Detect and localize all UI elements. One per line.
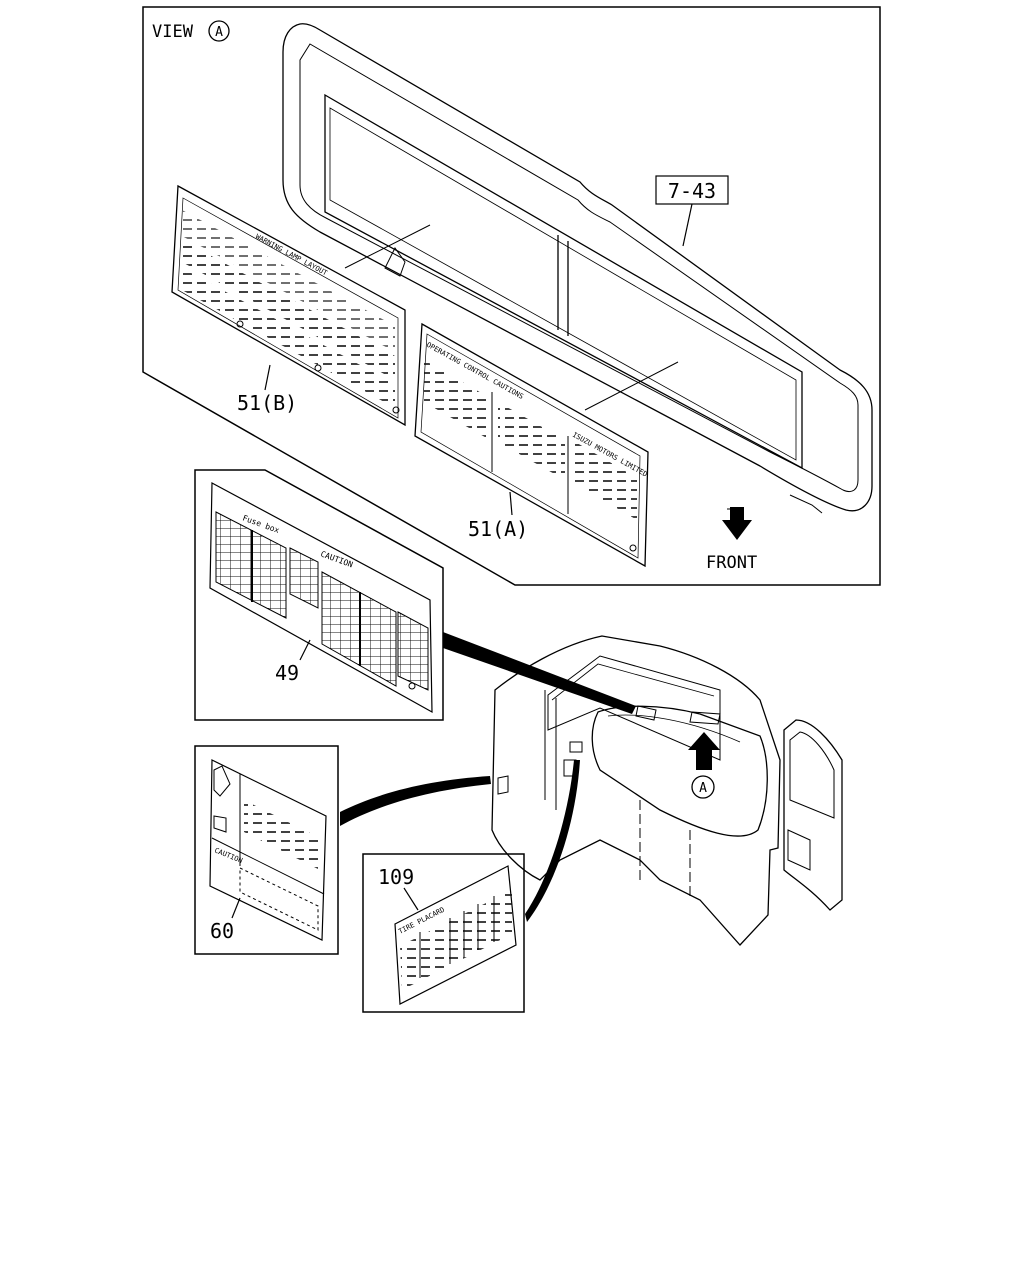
- view-marker-letter: A: [215, 25, 223, 40]
- cab-marker-circle: [691, 775, 715, 799]
- callout-7-43: 7-43: [668, 179, 716, 203]
- front-arrow-icon: [722, 507, 752, 540]
- sun-visor-illustration: [282, 23, 873, 514]
- cab-interior-illustration: [491, 635, 843, 946]
- panel-60: CAUTION 60: [194, 745, 339, 955]
- decal-51b: WARNING LAMP LAYOUT: [171, 184, 406, 427]
- decal-51a: OPERATING CONTROL CAUTIONS ISUZU MOTORS …: [414, 322, 649, 568]
- view-marker-circle: [208, 20, 230, 42]
- callout-60: 60: [210, 919, 234, 943]
- callout-109: 109: [378, 865, 414, 889]
- front-label: FRONT: [706, 553, 757, 573]
- view-label: VIEW: [152, 22, 194, 42]
- callout-49: 49: [275, 661, 299, 685]
- callout-51b: 51(B): [237, 391, 297, 415]
- callout-51a: 51(A): [468, 517, 528, 541]
- view-a-arrow-icon: [688, 732, 720, 770]
- cab-marker-letter: A: [699, 781, 707, 796]
- view-a-panel: VIEW A 7-43 WARNING: [142, 6, 881, 586]
- callout-box-7-43: [655, 175, 729, 205]
- panel-109: TIRE PLACARD 109: [362, 853, 525, 1013]
- panel-49: Fuse box CAUTION 49: [194, 469, 444, 721]
